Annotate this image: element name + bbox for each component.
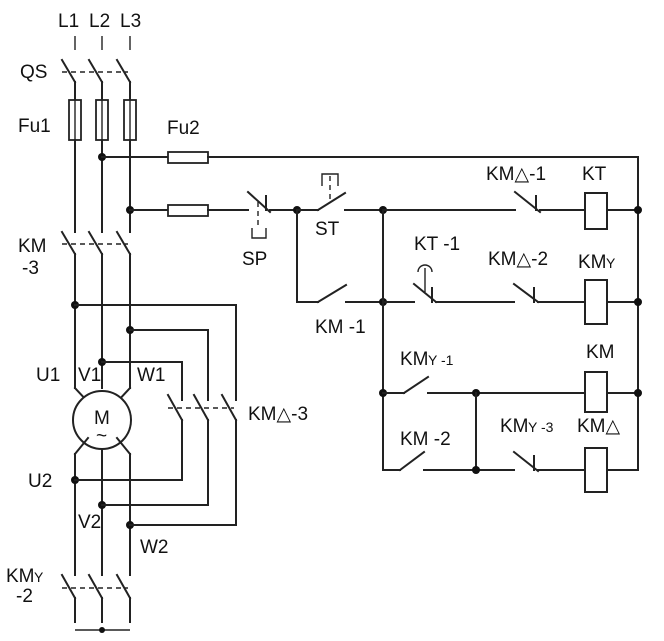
kmy2-star-contacts [60, 573, 132, 633]
label-kmd3: KM△-3 [248, 404, 308, 425]
sp-stop-button [246, 190, 298, 239]
label-w2: W2 [140, 537, 169, 558]
label-km-coil: KM [586, 342, 615, 363]
label-kmy2-sub: Y [34, 569, 44, 585]
label-km2: KM -2 [400, 429, 451, 450]
label-l1: L1 [58, 11, 79, 32]
label-l3: L3 [120, 11, 141, 32]
label-kmy2-num: -2 [16, 586, 33, 607]
label-sp: SP [242, 249, 267, 270]
qs-switch [60, 58, 132, 84]
label-qs: QS [20, 62, 47, 83]
label-l2: L2 [89, 11, 110, 32]
kmd1-nc-contact [513, 190, 542, 214]
motor [72, 386, 132, 463]
label-st: ST [315, 219, 340, 240]
label-v2: V2 [78, 512, 101, 533]
fu2-fuse-top [167, 151, 209, 164]
kmy-coil [584, 279, 608, 325]
label-kmd2: KM△-2 [488, 249, 548, 270]
fu1-fuses [68, 99, 137, 141]
km3-main-contacts [60, 230, 132, 256]
label-kmy1-sub: Y -1 [428, 352, 454, 368]
phase-terminals [74, 36, 131, 50]
kmy3-nc-contact [512, 450, 540, 473]
label-km3-num: -3 [22, 258, 39, 279]
label-kmy1: KM [400, 349, 429, 370]
kt-coil [584, 192, 608, 230]
motor-ac-symbol: ~ [96, 426, 107, 447]
label-kmy-coil-sub: Y [606, 255, 616, 271]
kt1-timed-contact [412, 264, 438, 304]
label-kmy3-sub: Y -3 [528, 419, 554, 435]
label-km1: KM -1 [315, 317, 366, 338]
label-v1: V1 [78, 365, 101, 386]
fu2-fuse-bottom [167, 204, 209, 217]
label-u2: U2 [28, 471, 52, 492]
kmy1-contact [402, 375, 430, 395]
label-kmy3: KM [500, 416, 529, 437]
label-fu1: Fu1 [18, 116, 51, 137]
label-kt: KT [582, 164, 607, 185]
kmd-coil [584, 447, 608, 493]
label-w1: W1 [137, 365, 166, 386]
label-kmd-coil: KM△ [577, 416, 621, 437]
label-fu2: Fu2 [167, 118, 200, 139]
label-kmy-coil: KM [578, 252, 607, 273]
km2-contact [398, 450, 426, 472]
motor-label: M [94, 408, 110, 429]
label-kt1: KT -1 [414, 234, 460, 255]
kmd3-delta-contacts [166, 393, 238, 526]
st-start-button [296, 173, 384, 212]
label-u1: U1 [36, 365, 60, 386]
kmd2-nc-contact [512, 282, 540, 304]
label-kmd1: KM△-1 [486, 164, 546, 185]
km-coil [584, 371, 608, 413]
label-km3: KM [18, 236, 47, 257]
label-kmy2: KM [6, 566, 35, 587]
km1-holding-contact [296, 209, 384, 304]
